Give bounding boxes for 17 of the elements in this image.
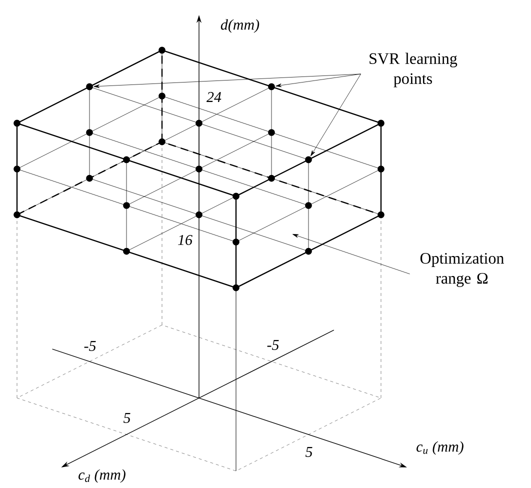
leader-arrow: [292, 234, 410, 274]
axis-label: c$_{d}$ (mm): [78, 469, 126, 483]
axis-label: 16: [178, 234, 192, 246]
axis-label: 24: [206, 92, 222, 102]
axis-label: d(mm): [220, 19, 260, 33]
axis-label: 5: [305, 447, 312, 457]
axis-label: c$_{u}$ (mm): [416, 441, 464, 455]
callout-text: Optimization range Ω: [420, 252, 504, 288]
axis-label: -5: [267, 340, 279, 350]
callout-text: SVR learning points: [370, 52, 458, 88]
axis-label: 5: [124, 413, 130, 423]
learning-point: [305, 156, 312, 164]
axis-label: -5: [84, 341, 96, 351]
learning-point: [86, 83, 93, 90]
leader-arrow: [276, 74, 361, 88]
leader-arrow: [310, 74, 361, 156]
leader-arrow: [94, 74, 361, 88]
